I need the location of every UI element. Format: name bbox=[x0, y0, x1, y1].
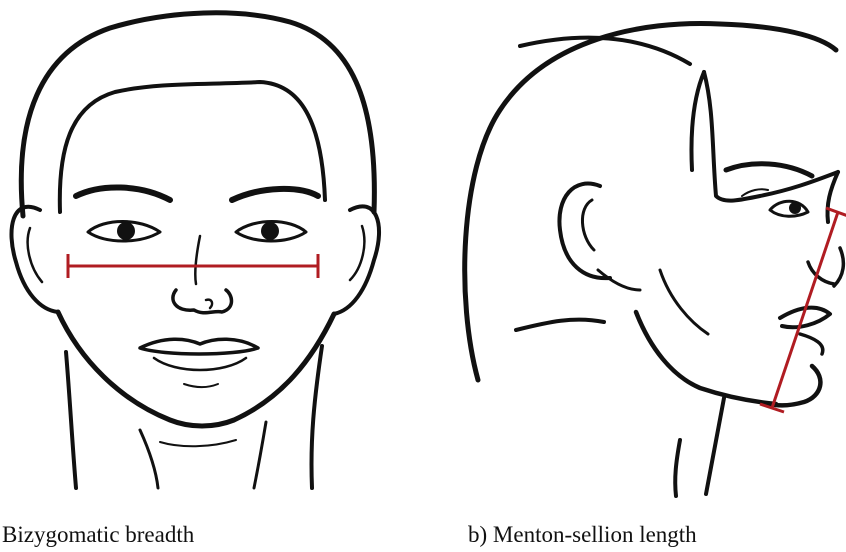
profile-lower-lip bbox=[800, 334, 823, 354]
front-nose-bridge bbox=[195, 236, 200, 284]
front-face-drawing bbox=[11, 13, 379, 488]
front-neck-left bbox=[66, 352, 76, 488]
profile-eye bbox=[770, 201, 808, 216]
front-nose-tip bbox=[206, 300, 212, 308]
profile-jawline bbox=[636, 312, 776, 404]
front-nose-base bbox=[173, 290, 232, 313]
profile-ear-inner bbox=[582, 200, 594, 250]
front-left-ear-inner bbox=[28, 228, 42, 282]
profile-neck-front bbox=[706, 398, 724, 494]
front-right-iris bbox=[261, 222, 279, 240]
front-chin-line bbox=[184, 384, 218, 387]
profile-chin bbox=[770, 366, 820, 405]
profile-hairline bbox=[704, 72, 838, 201]
profile-neck-back bbox=[675, 440, 680, 496]
front-right-eyebrow bbox=[232, 189, 318, 200]
profile-brow bbox=[726, 164, 812, 176]
front-neck-tendon-right bbox=[254, 422, 266, 488]
front-chin-shadow bbox=[160, 440, 236, 446]
front-neck-tendon-left bbox=[140, 430, 158, 488]
profile-face-drawing bbox=[465, 24, 846, 496]
front-right-ear-inner bbox=[350, 226, 364, 280]
profile-neck-tendon bbox=[660, 270, 708, 334]
front-neck-right bbox=[311, 346, 322, 488]
front-head-outline bbox=[21, 13, 374, 216]
front-left-iris bbox=[117, 222, 135, 240]
front-left-ear bbox=[11, 207, 58, 312]
front-hairline bbox=[60, 82, 325, 212]
profile-iris bbox=[789, 202, 801, 214]
front-right-ear bbox=[334, 206, 379, 314]
front-lower-lip bbox=[154, 358, 246, 370]
profile-head-outline-upper bbox=[520, 38, 690, 64]
profile-sideburn bbox=[692, 72, 705, 170]
caption-menton-sellion-length: b) Menton-sellion length bbox=[468, 522, 697, 548]
profile-nose-tip bbox=[834, 248, 843, 286]
front-mouth bbox=[140, 339, 258, 354]
bizygomatic-measure-line bbox=[68, 254, 318, 278]
caption-bizygomatic-breadth: Bizygomatic breadth bbox=[2, 522, 194, 548]
profile-cheek-line bbox=[516, 320, 604, 330]
front-left-eyebrow bbox=[76, 187, 170, 200]
